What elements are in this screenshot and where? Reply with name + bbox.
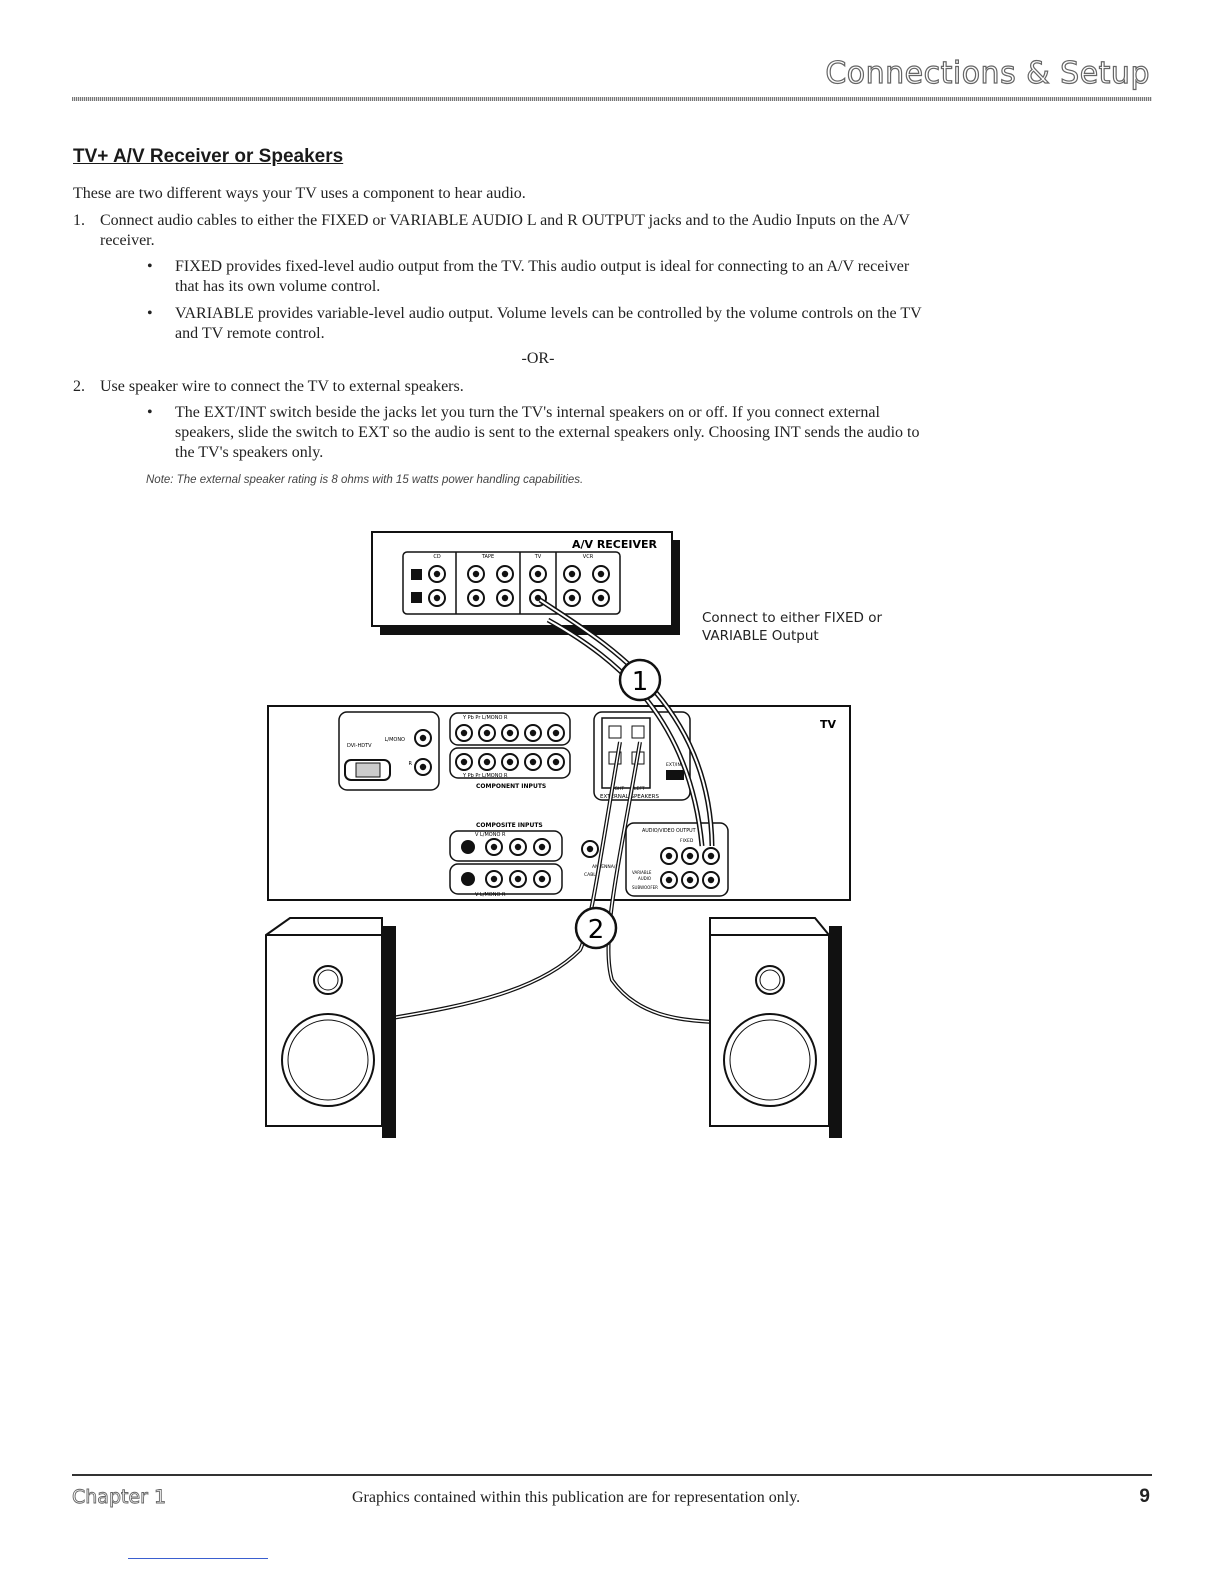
antenna-label: ANTENNA/ <box>592 864 616 870</box>
section-title: TV+ A/V Receiver or Speakers <box>73 146 344 167</box>
av-receiver: A/V RECEIVER CD TAPE TV VCR <box>371 531 680 635</box>
note-text: Note: The external speaker rating is 8 o… <box>146 474 584 486</box>
fixed-label: FIXED <box>680 838 694 844</box>
dvi-label: DVI-HDTV <box>347 743 372 749</box>
right-speaker <box>709 917 842 1138</box>
lmono-label: L/MONO <box>385 737 405 743</box>
component-label: COMPONENT INPUTS <box>476 783 546 790</box>
right-label: RIGHT <box>610 786 624 792</box>
ext-int-label: EXT/INT <box>666 762 684 768</box>
footer-note: Graphics contained within this publicati… <box>352 1489 801 1506</box>
bullet-text: VARIABLE provides variable-level audio o… <box>175 305 922 342</box>
receiver-group-label: TV <box>534 554 542 560</box>
left-label: LEFT <box>634 786 645 792</box>
step-2-bullets: •The EXT/INT switch beside the jacks let… <box>147 403 933 463</box>
page-number: 9 <box>1139 1486 1150 1507</box>
composite-bottom-labels: V L/MONO R <box>475 892 506 898</box>
callout-number: 1 <box>632 667 649 697</box>
step-2: 2. Use speaker wire to connect the TV to… <box>73 377 933 397</box>
callout-2: 2 <box>574 906 618 950</box>
footer-rule <box>72 1474 1152 1476</box>
composite-top-labels: V L/MONO R <box>475 832 506 838</box>
bullet-variable: •VARIABLE provides variable-level audio … <box>147 305 922 342</box>
header-rule <box>72 97 1152 101</box>
subwoofer-label: SUBWOOFER <box>632 885 658 890</box>
bullet-ext-int: •The EXT/INT switch beside the jacks let… <box>147 404 920 461</box>
bullet-text: FIXED provides fixed-level audio output … <box>175 258 910 295</box>
r-label: R <box>409 761 413 767</box>
component-bottom-labels: Y Pb Pr L/MONO R <box>462 773 508 779</box>
receiver-label: A/V RECEIVER <box>572 538 658 551</box>
diagram-caption: Connect to either FIXED or VARIABLE Outp… <box>702 609 882 645</box>
speaker-wires <box>391 741 713 1024</box>
caption-line: VARIABLE Output <box>702 628 819 644</box>
bullet-fixed: •FIXED provides fixed-level audio output… <box>147 258 910 295</box>
bullet-text: The EXT/INT switch beside the jacks let … <box>175 404 920 461</box>
instructions-body: These are two different ways your TV use… <box>73 184 933 490</box>
step-number: 2. <box>73 378 85 395</box>
callout-1: 1 <box>618 658 662 702</box>
left-speaker <box>265 917 396 1138</box>
composite-label: COMPOSITE INPUTS <box>476 822 543 829</box>
component-top-labels: Y Pb Pr L/MONO R <box>462 715 508 721</box>
step-number: 1. <box>73 212 85 229</box>
tv-panel: TV DVI-HDTV L/MONO R Y Pb Pr L/MONO R Y … <box>267 705 851 901</box>
receiver-group-label: CD <box>433 554 440 560</box>
step-1-bullets: •FIXED provides fixed-level audio output… <box>147 257 933 344</box>
step-text: Connect audio cables to either the FIXED… <box>100 212 910 249</box>
bottom-link-underline <box>128 1558 268 1559</box>
page-header-title: Connections & Setup <box>825 55 1150 91</box>
step-1: 1. Connect audio cables to either the FI… <box>73 211 933 251</box>
av-output-label: AUDIO/VIDEO OUTPUT <box>642 828 696 834</box>
receiver-group-label: TAPE <box>481 554 494 560</box>
callout-number: 2 <box>588 915 605 945</box>
variable-label: VARIABLE <box>632 870 652 875</box>
tv-label: TV <box>820 718 837 731</box>
audio-label: AUDIO <box>638 876 651 881</box>
caption-line: Connect to either FIXED or <box>702 610 883 626</box>
step-text: Use speaker wire to connect the TV to ex… <box>100 378 464 395</box>
intro-text: These are two different ways your TV use… <box>73 185 526 202</box>
cable-label: CABLE <box>584 872 599 878</box>
footer-chapter: Chapter 1 <box>72 1486 167 1509</box>
or-separator: -OR- <box>521 350 555 367</box>
receiver-group-label: VCR <box>583 554 594 560</box>
